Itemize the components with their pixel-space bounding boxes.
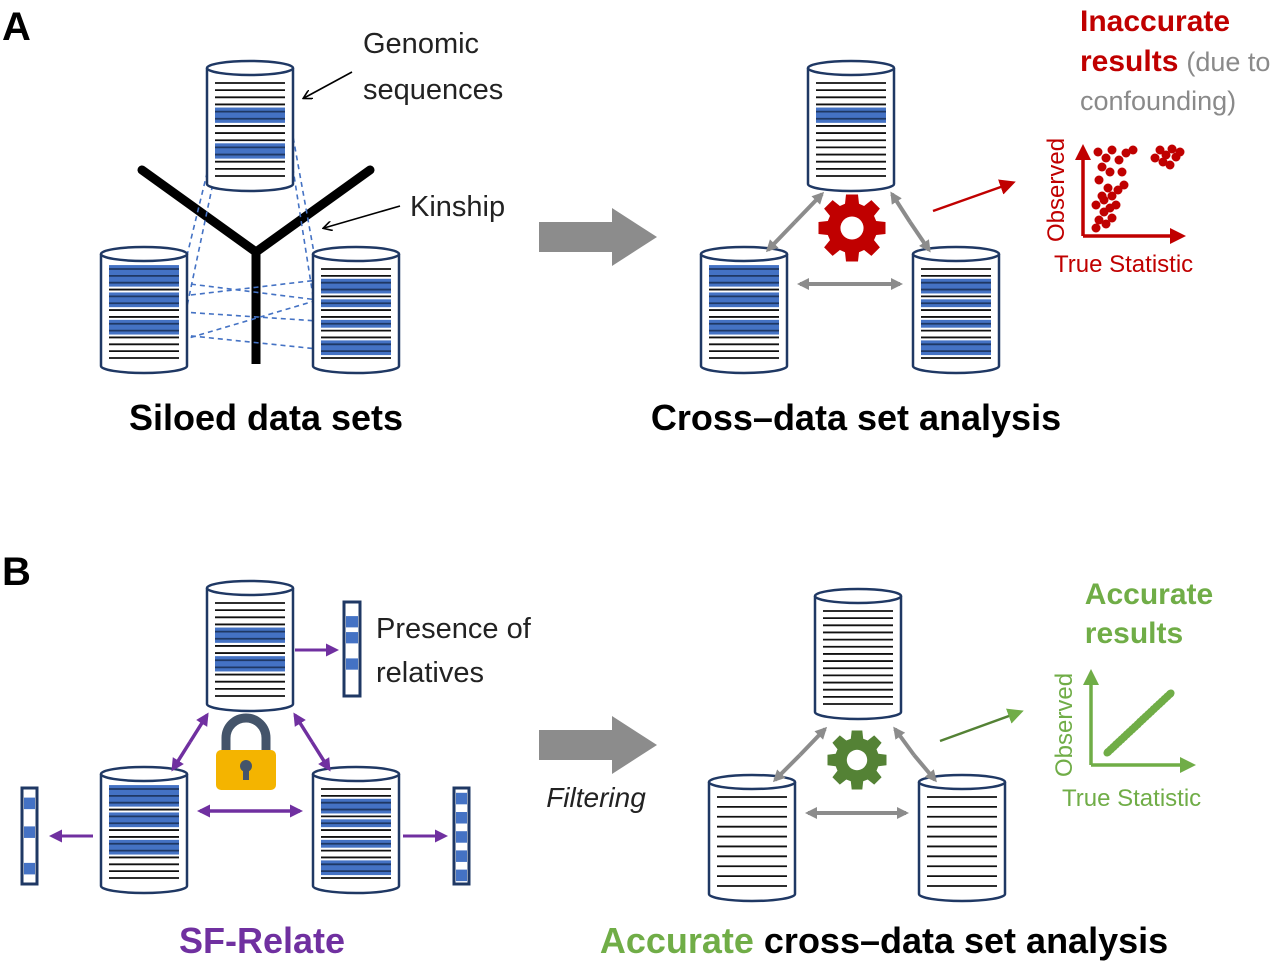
result-arrow	[939, 708, 1024, 743]
protocol-arrow	[293, 712, 314, 743]
caption-cross-analysis: Cross–data set analysis	[651, 397, 1061, 438]
database-icon	[806, 59, 896, 193]
scatter-point	[1094, 215, 1104, 225]
scatter-point	[1091, 223, 1101, 233]
caption-accurate-rest: cross–data set analysis	[764, 920, 1168, 961]
scatter-point	[1114, 155, 1124, 165]
accurate-title-line1: Accurate	[1085, 578, 1213, 611]
database-icon	[205, 579, 295, 713]
indicator-vector-icon	[452, 786, 471, 886]
link-arrow	[912, 753, 937, 783]
scatter-point	[1121, 148, 1131, 158]
database-icon	[311, 245, 401, 375]
database-icon	[311, 765, 401, 895]
scatter-point	[1094, 175, 1104, 185]
plot-ylabel: Observed	[1051, 673, 1078, 777]
database-icon	[707, 773, 797, 903]
panel-letter-b: B	[2, 550, 31, 594]
panel-b: B Presence of relatives Filtering	[2, 550, 1213, 961]
indicator-vector-icon	[342, 600, 362, 698]
padlock-icon	[216, 713, 276, 790]
result-note-line2: confounding)	[1080, 86, 1236, 116]
scatter-point	[1107, 191, 1117, 201]
protocol-arrow	[188, 712, 209, 743]
scatter-point	[1097, 162, 1107, 172]
result-title-line2: results (due to	[1080, 45, 1270, 78]
plot-xlabel: True Statistic	[1062, 785, 1201, 812]
accurate-title-line2: results	[1085, 617, 1183, 650]
process-arrow-icon	[539, 208, 657, 266]
scatter-point	[1161, 150, 1171, 160]
filter-label: Filtering	[546, 782, 646, 813]
panel-letter-a: A	[2, 5, 31, 49]
scatter-point	[1165, 160, 1175, 170]
scatter-points	[1091, 144, 1185, 233]
callout-kinship-arrow	[324, 205, 401, 228]
kinship-tree-icon	[137, 165, 375, 364]
scatter-point	[1107, 145, 1117, 155]
database-icon	[99, 765, 189, 895]
scatter-point	[1105, 167, 1115, 177]
link-arrow	[893, 726, 916, 757]
callout-genomic-line1: Genomic	[363, 28, 479, 60]
scatter-plot-inaccurate: Observed True Statistic	[1043, 138, 1193, 278]
scatter-point	[1165, 689, 1175, 699]
database-icon	[911, 245, 1001, 375]
scatter-point	[1113, 185, 1123, 195]
database-icon	[699, 245, 789, 375]
link-arrow	[798, 726, 828, 757]
callout-genomic-line2: sequences	[363, 74, 503, 106]
link-arrow	[765, 220, 797, 253]
link-arrow	[890, 191, 912, 224]
scatter-point	[1158, 157, 1168, 167]
scatter-point	[1119, 180, 1129, 190]
result-arrow	[932, 179, 1016, 213]
database-icon	[99, 245, 189, 375]
link-arrow	[908, 220, 931, 253]
database-icon	[813, 587, 903, 721]
scatter-point	[1093, 147, 1103, 157]
scatter-point	[1117, 167, 1127, 177]
scatter-point	[1128, 145, 1138, 155]
plot-xlabel: True Statistic	[1054, 251, 1193, 278]
protocol-arrow	[310, 741, 331, 772]
gear-icon	[827, 730, 887, 790]
panel-a: A Genomic sequences Kinship	[2, 5, 1270, 438]
scatter-point	[1091, 200, 1101, 210]
scatter-point	[1099, 195, 1109, 205]
scatter-point	[1101, 219, 1111, 229]
indicator-vector-icon	[20, 786, 39, 886]
protocol-arrow	[171, 741, 192, 772]
scatter-point	[1167, 144, 1177, 154]
scatter-point	[1111, 200, 1121, 210]
scatter-points	[1103, 689, 1175, 757]
scatter-point	[1101, 153, 1111, 163]
scatter-point	[1155, 145, 1165, 155]
scatter-point	[1150, 153, 1160, 163]
link-arrow	[793, 191, 825, 224]
callout-presence-line2: relatives	[376, 657, 484, 689]
link-arrow	[772, 753, 802, 783]
callout-presence-line1: Presence of	[376, 613, 532, 645]
caption-sf-relate: SF-Relate	[179, 920, 345, 961]
database-icon	[205, 59, 295, 193]
database-icon	[917, 773, 1007, 903]
scatter-point	[1103, 183, 1113, 193]
caption-accurate-word: Accurate	[600, 920, 754, 961]
plot-ylabel: Observed	[1043, 138, 1070, 242]
result-title-line1: Inaccurate	[1080, 5, 1230, 38]
gear-icon	[818, 194, 886, 262]
callout-genomic-arrow	[304, 71, 353, 98]
result-note-line1: (due to	[1186, 47, 1270, 77]
scatter-point	[1107, 213, 1117, 223]
callout-kinship: Kinship	[410, 191, 505, 223]
filter-arrow-icon	[539, 716, 657, 774]
scatter-point	[1175, 147, 1185, 157]
caption-siloed: Siloed data sets	[129, 397, 403, 438]
result-title-bold: results	[1080, 45, 1178, 78]
scatter-plot-accurate: Observed True Statistic	[1051, 669, 1201, 812]
